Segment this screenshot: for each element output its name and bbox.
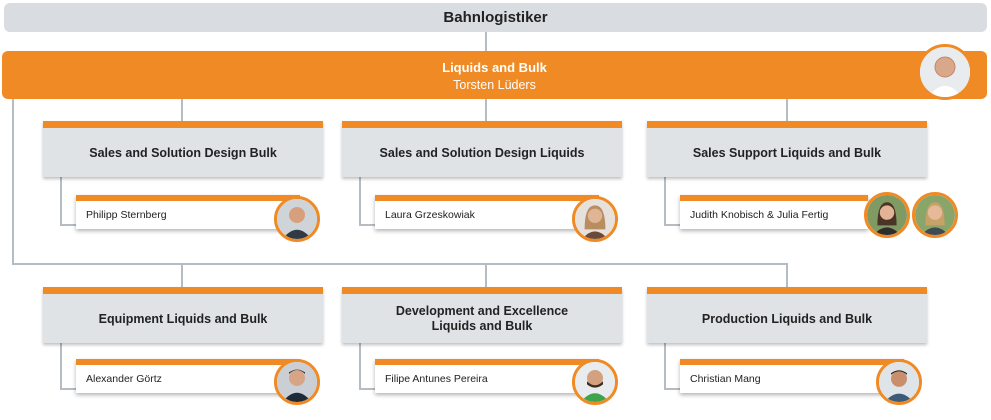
- org-root-title: Bahnlogistiker: [443, 9, 548, 26]
- person-card: Philipp Sternberg: [76, 195, 300, 229]
- person-name: Philipp Sternberg: [86, 209, 167, 221]
- person-avatar: [876, 359, 922, 405]
- department-box: Sales Support Liquids and Bulk: [647, 121, 927, 177]
- connector-person: [664, 342, 666, 390]
- person-name: Laura Grzeskowiak: [385, 209, 475, 221]
- connector-person: [60, 388, 78, 390]
- head-person-avatar: [917, 44, 973, 100]
- person-name: Filipe Antunes Pereira: [385, 373, 488, 385]
- person-card: Laura Grzeskowiak: [375, 195, 599, 229]
- head-person-name: Torsten Lüders: [453, 78, 536, 92]
- department-box: Production Liquids and Bulk: [647, 287, 927, 343]
- person-card: Judith Knobisch & Julia Fertig: [680, 195, 868, 229]
- department-accent: [342, 287, 622, 294]
- department-box: Development and Excellence Liquids and B…: [342, 287, 622, 343]
- connector-person: [359, 176, 361, 226]
- connector-person: [359, 342, 361, 390]
- connector-person: [359, 388, 377, 390]
- connector-person: [60, 342, 62, 390]
- department-title: Sales and Solution Design Liquids: [379, 145, 585, 160]
- person-avatar: [274, 359, 320, 405]
- person-card: Christian Mang: [680, 359, 904, 393]
- connector-row1-bus: [786, 99, 788, 121]
- department-box: Sales and Solution Design Liquids: [342, 121, 622, 177]
- department-accent: [342, 121, 622, 128]
- person-avatar: [912, 192, 958, 238]
- connector-person: [60, 176, 62, 226]
- connector-row2-drop: [181, 263, 183, 287]
- department-title: Development and Excellence Liquids and B…: [395, 304, 569, 333]
- department-box: Sales and Solution Design Bulk: [43, 121, 323, 177]
- person-avatar: [864, 192, 910, 238]
- person-card: Filipe Antunes Pereira: [375, 359, 599, 393]
- person-card: Alexander Görtz: [76, 359, 300, 393]
- department-title: Sales Support Liquids and Bulk: [692, 145, 882, 160]
- connector-row2-drop: [485, 263, 487, 287]
- connector-row2-bus: [12, 263, 788, 265]
- department-accent: [647, 121, 927, 128]
- head-unit-title: Liquids and Bulk: [442, 60, 547, 75]
- connector-row1-bus: [485, 99, 487, 121]
- connector-row1-bus: [181, 99, 183, 121]
- connector-person: [664, 176, 666, 226]
- department-title: Equipment Liquids and Bulk: [98, 311, 268, 326]
- department-title: Production Liquids and Bulk: [701, 311, 873, 326]
- person-name: Alexander Görtz: [86, 373, 162, 385]
- person-name: Christian Mang: [690, 373, 761, 385]
- connector-root-head: [485, 32, 487, 51]
- department-box: Equipment Liquids and Bulk: [43, 287, 323, 343]
- person-avatar: [572, 196, 618, 242]
- connector-left-trunk: [12, 99, 14, 264]
- connector-person: [664, 388, 682, 390]
- person-avatar: [572, 359, 618, 405]
- head-unit-box: Liquids and Bulk Torsten Lüders: [2, 51, 987, 99]
- department-accent: [43, 287, 323, 294]
- department-accent: [43, 121, 323, 128]
- org-root-box: Bahnlogistiker: [4, 3, 987, 32]
- connector-person: [664, 224, 682, 226]
- connector-person: [60, 224, 78, 226]
- person-avatar: [274, 196, 320, 242]
- connector-person: [359, 224, 377, 226]
- person-name: Judith Knobisch & Julia Fertig: [690, 209, 829, 221]
- department-accent: [647, 287, 927, 294]
- department-title: Sales and Solution Design Bulk: [89, 145, 277, 160]
- connector-row2-drop: [786, 263, 788, 287]
